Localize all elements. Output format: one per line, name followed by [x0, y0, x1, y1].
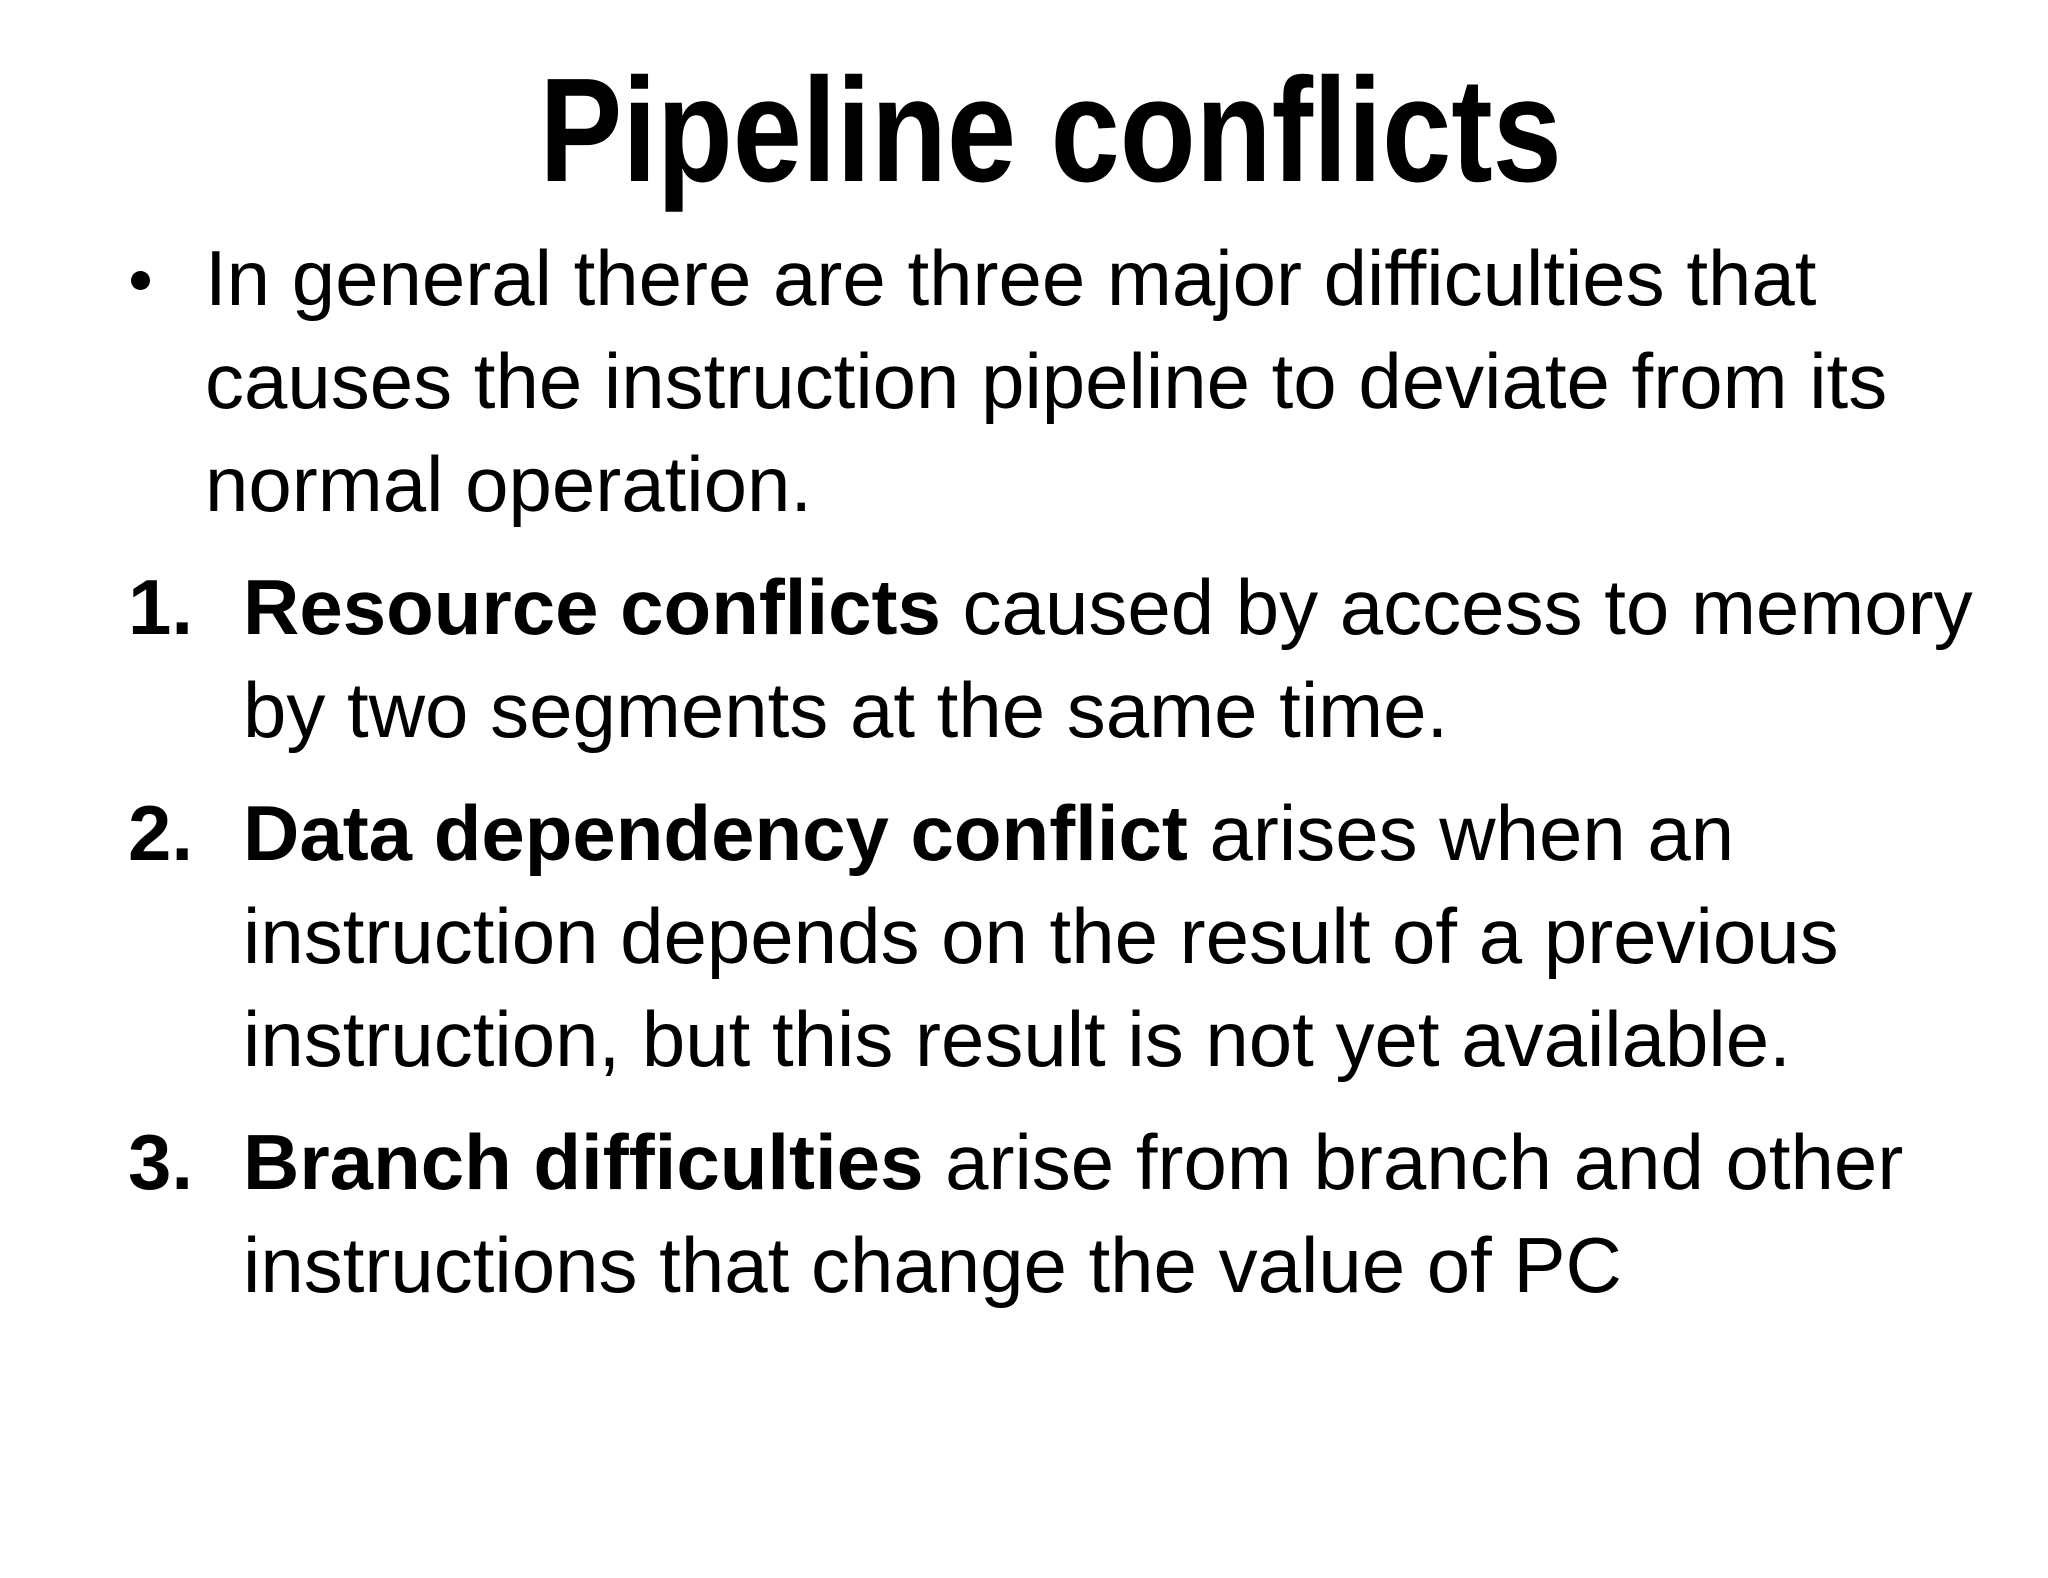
- intro-line: In general there are three major difficu…: [205, 234, 1817, 322]
- item-lead-bold: Resource conflicts: [243, 563, 941, 651]
- slide-title-text: Pipeline conflicts: [539, 48, 1563, 213]
- slide-title: Pipeline conflicts: [0, 42, 2048, 220]
- bullet-dot-icon: [131, 271, 150, 290]
- bullet-marker: [130, 227, 205, 330]
- intro-text: In general there are three major difficu…: [205, 227, 1887, 536]
- item-number: 3.: [128, 1118, 194, 1206]
- item-text: Branch difficulties arise from branch an…: [243, 1111, 1903, 1317]
- intro-line: causes the instruction pipeline to devia…: [205, 337, 1888, 425]
- item-line: Resource conflicts caused by access to m…: [243, 556, 1973, 659]
- item-line: by two segments at the same time.: [243, 666, 1449, 754]
- slide-body: In general there are three major difficu…: [0, 227, 2048, 1317]
- item-line-rest: arise from branch and other: [923, 1118, 1904, 1206]
- presentation-slide: Pipeline conflicts In general there are …: [0, 42, 2048, 1578]
- item-lead-bold: Data dependency conflict: [243, 789, 1188, 877]
- item-text: Data dependency conflict arises when an …: [243, 782, 1839, 1091]
- item-line: instruction depends on the result of a p…: [243, 892, 1839, 980]
- item-line: Data dependency conflict arises when an: [243, 782, 1839, 885]
- item-line: instructions that change the value of PC: [243, 1221, 1622, 1309]
- item-text: Resource conflicts caused by access to m…: [243, 556, 1973, 762]
- numbered-item-2: 2. Data dependency conflict arises when …: [0, 782, 2048, 1091]
- item-lead-bold: Branch difficulties: [243, 1118, 924, 1206]
- intro-line: normal operation.: [205, 440, 813, 528]
- item-line: Branch difficulties arise from branch an…: [243, 1111, 1903, 1214]
- item-number: 1.: [128, 563, 194, 651]
- numbered-item-3: 3. Branch difficulties arise from branch…: [0, 1111, 2048, 1317]
- item-line-rest: arises when an: [1187, 789, 1735, 877]
- item-line: instruction, but this result is not yet …: [243, 995, 1791, 1083]
- numbered-item-1: 1. Resource conflicts caused by access t…: [0, 556, 2048, 762]
- item-line-rest: caused by access to memory: [940, 563, 1973, 651]
- intro-paragraph: In general there are three major difficu…: [0, 227, 2048, 536]
- item-number: 2.: [128, 789, 194, 877]
